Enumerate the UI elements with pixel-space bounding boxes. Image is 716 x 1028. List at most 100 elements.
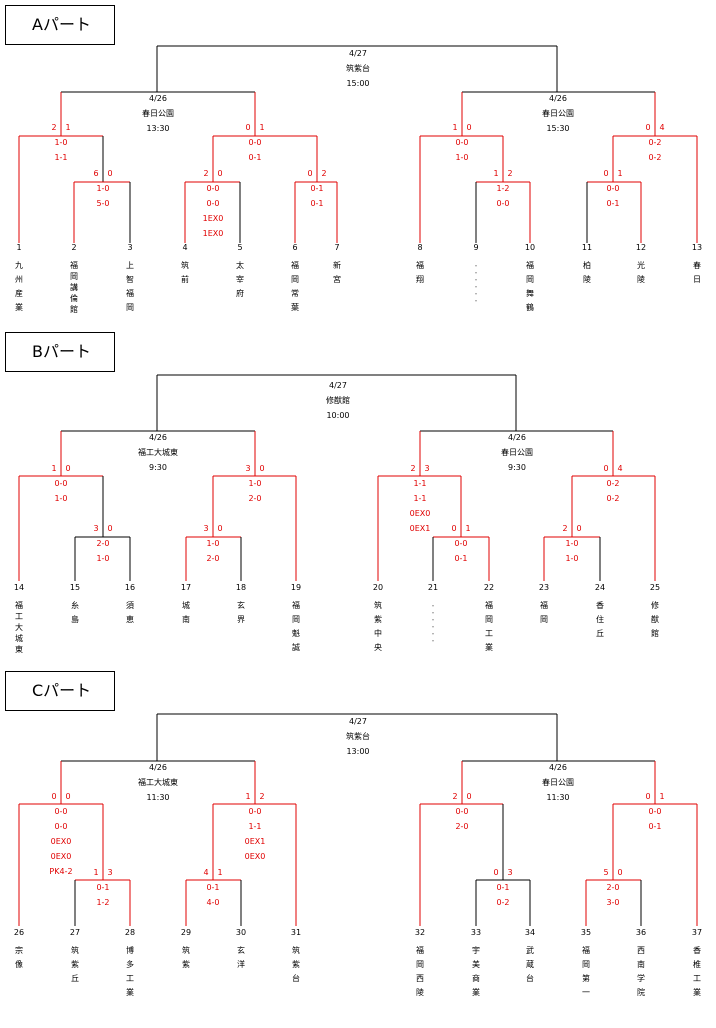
team-name-char: 翔 [416,274,424,284]
part-c-title: Cパート [5,671,115,711]
team-number: 25 [650,583,660,592]
team-number: 8 [417,243,422,252]
team-number: 3 [127,243,132,252]
team-name-char: 須 [126,601,134,610]
score-b7-set: 0-2 [606,494,619,503]
team-number: 16 [125,583,135,592]
score-c6-left: 0 [493,868,498,877]
team-name-char: 美 [472,959,480,969]
team-name-char: 院 [637,987,645,997]
team-name-char: 福 [292,601,300,610]
team-name-char: 福 [70,261,78,270]
score-c8-set: 2-0 [606,883,619,892]
part-a-title: Aパート [5,5,115,45]
score-c7-set: 0-1 [648,822,661,831]
team-name-char: 業 [472,987,480,997]
score-c2-set: 1-2 [96,898,109,907]
team-name-char: 業 [693,987,701,997]
score-a4-left: 2 [203,169,208,178]
score-c7-left: 0 [645,792,650,801]
score-a4-set: 0-0 [206,184,219,193]
semi-info-time: 11:30 [146,793,169,802]
score-c4-set: 4-0 [206,898,219,907]
placeholder-dot: ・ [473,262,480,270]
semi-info-venue: 福工大城東 [138,447,178,457]
score-b3-set: 1-0 [248,479,261,488]
team-name-char: 岡 [126,303,134,312]
team-name-char: 岡 [540,615,548,624]
score-a7-left: 1 [493,169,498,178]
team-name-char: 誠 [292,642,300,652]
team-name-char: 福 [291,261,299,270]
score-c1-set: 0EX0 [51,837,72,846]
team-name-char: 州 [15,275,23,284]
part-b-title: Bパート [5,332,115,372]
score-c5-set: 2-0 [455,822,468,831]
team-name-char: 台 [526,973,534,983]
team-number: 21 [428,583,438,592]
semi-info-venue: 福工大城東 [138,777,178,787]
team-name-char: 西 [416,974,424,983]
placeholder-dot: ・ [473,276,480,284]
team-name-char: 武 [526,945,534,955]
team-name-char: 東 [15,644,23,654]
team-name-char: 上 [126,261,134,270]
semi-info-time: 9:30 [508,463,526,472]
score-a6-set: 0-0 [455,138,468,147]
score-c7-right: 1 [659,792,664,801]
team-name-char: 産 [15,288,23,298]
team-number: 10 [525,243,535,252]
team-name-char: 紫 [182,960,190,969]
team-number: 22 [484,583,494,592]
team-number: 29 [181,928,191,937]
team-name-char: 福 [126,289,134,298]
team-number: 4 [182,243,187,252]
score-c3-set: 0EX1 [245,837,266,846]
team-name-char: 紫 [374,615,382,624]
score-c3-set: 1-1 [248,822,261,831]
team-name-char: 城 [15,634,23,643]
score-b8-set: 1-0 [565,539,578,548]
semi-info-date: 4/26 [149,763,167,772]
team-name-char: 住 [596,614,604,624]
team-name-char: 紫 [292,960,300,969]
team-number: 28 [125,928,135,937]
team-name-char: 宰 [236,274,244,284]
team-name-char: 恵 [126,614,134,624]
team-number: 19 [291,583,301,592]
team-name-char: 福 [526,261,534,270]
score-b5-set: 0EX1 [410,524,431,533]
score-c2-right: 3 [107,868,112,877]
team-name-char: 新 [333,260,341,270]
score-a1-right: 1 [65,123,70,132]
score-b6-right: 1 [465,524,470,533]
placeholder-dot: ・ [430,630,437,638]
team-name-char: 府 [236,288,244,298]
team-name-char: 宮 [333,274,341,284]
team-number: 36 [636,928,646,937]
score-a3-right: 1 [259,123,264,132]
team-name-char: 福 [416,946,424,955]
team-name-char: 玄 [237,945,245,955]
score-b4-left: 3 [203,524,208,533]
score-a8-left: 0 [645,123,650,132]
team-number: 13 [692,243,702,252]
team-name-char: 央 [374,642,382,652]
score-c1-set: PK4-2 [49,867,72,876]
score-a4-right: 0 [217,169,222,178]
team-number: 15 [70,583,80,592]
score-b1-left: 1 [51,464,56,473]
team-number: 9 [473,243,478,252]
team-number: 18 [236,583,246,592]
team-name-char: 館 [70,304,78,314]
team-name-char: 第 [582,973,590,983]
score-c6-set: 0-1 [496,883,509,892]
score-c3-left: 1 [245,792,250,801]
team-name-char: 筑 [181,260,189,270]
semi-info-venue: 春日公園 [142,108,174,118]
team-name-char: 業 [485,642,493,652]
score-b2-set: 2-0 [96,539,109,548]
